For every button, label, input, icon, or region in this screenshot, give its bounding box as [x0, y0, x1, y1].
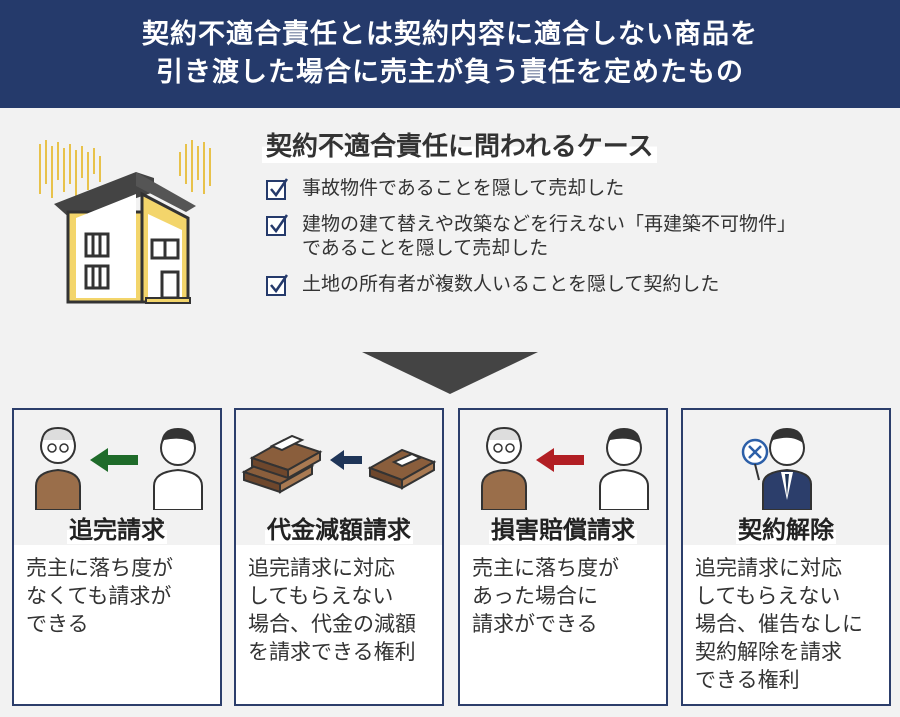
header-line-1: 契約不適合責任とは契約内容に適合しない商品を — [142, 19, 758, 50]
checkbox-checked-icon — [266, 274, 288, 296]
money-stack-illustration-icon — [241, 434, 437, 494]
down-arrow-icon — [362, 352, 538, 394]
case-item-text: 建物の建て替えや改築などを行えない「再建築不可物件」 — [302, 213, 797, 235]
remedy-description: 売主に落ち度がなくても請求ができる — [26, 556, 173, 636]
remedy-box-additional-performance: 追完請求 売主に落ち度がなくても請求ができる — [12, 408, 222, 706]
cases-list: 事故物件であることを隠して売却した 建物の建て替えや改築などを行えない「再建築不… — [266, 176, 796, 308]
cases-card: 契約不適合責任に問われるケース 事故物件であることを隠して売却した 建物の建て替… — [14, 122, 886, 312]
header-banner: 契約不適合責任とは契約内容に適合しない商品を 引き渡した場合に売主が負う責任を定… — [0, 0, 900, 108]
case-item-text: 土地の所有者が複数人いることを隠して契約した — [302, 273, 720, 295]
case-item-text: であることを隠して売却した — [302, 237, 549, 259]
case-item: 土地の所有者が複数人いることを隠して契約した — [266, 272, 796, 296]
cases-title: 契約不適合責任に問われるケース — [262, 126, 658, 163]
remedy-description: 追完請求に対応してもらえない場合、代金の減額を請求できる権利 — [248, 556, 416, 664]
remedy-title: 契約解除 — [736, 516, 836, 544]
case-item: 建物の建て替えや改築などを行えない「再建築不可物件」 であることを隠して売却した — [266, 212, 796, 260]
remedy-title: 損害賠償請求 — [489, 516, 637, 544]
remedy-box-cancellation: 契約解除 追完請求に対応してもらえない場合、催告なしに契約解除を請求できる権利 — [681, 408, 891, 706]
remedy-box-damages: 損害賠償請求 売主に落ち度があった場合に請求ができる — [458, 408, 668, 706]
case-item: 事故物件であることを隠して売却した — [266, 176, 796, 200]
remedy-box-price-reduction: 代金減額請求 追完請求に対応してもらえない場合、代金の減額を請求できる権利 — [234, 408, 444, 706]
seller-buyer-illustration-icon — [481, 426, 649, 510]
case-item-text: 事故物件であることを隠して売却した — [302, 177, 625, 199]
seller-buyer-illustration-icon — [35, 426, 203, 510]
checkbox-checked-icon — [266, 178, 288, 200]
checkbox-checked-icon — [266, 214, 288, 236]
remedy-title: 追完請求 — [67, 516, 167, 544]
remedy-description: 売主に落ち度があった場合に請求ができる — [472, 556, 619, 636]
businessman-cross-sign-illustration-icon — [741, 428, 812, 510]
remedy-description: 追完請求に対応してもらえない場合、催告なしに契約解除を請求できる権利 — [695, 556, 863, 692]
house-illustration-icon — [39, 140, 211, 304]
header-line-2: 引き渡した場合に売主が負う責任を定めたもの — [156, 57, 744, 88]
remedy-title: 代金減額請求 — [265, 516, 413, 544]
